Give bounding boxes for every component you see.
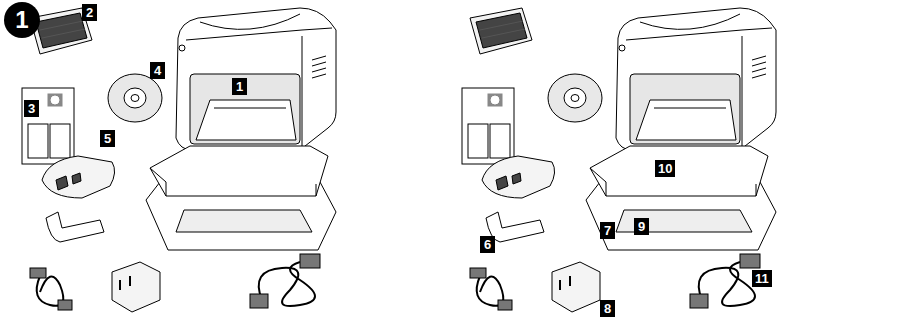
contents-panel: [462, 8, 776, 312]
printer-opening: [190, 74, 300, 144]
tray-cover: [590, 146, 768, 196]
tray-cover-edge: [150, 168, 316, 196]
print-server: [42, 156, 115, 198]
printer-side: [742, 36, 766, 148]
printer-top: [186, 14, 332, 40]
manual-panel: [28, 124, 48, 158]
cd: [548, 74, 602, 122]
manual-panel: [490, 124, 510, 158]
cd-ring: [124, 88, 146, 108]
cord-socket: [740, 254, 760, 268]
cable-plug: [58, 300, 72, 310]
cd-ring: [564, 88, 586, 108]
cd-hole: [571, 95, 579, 102]
callout-number: 7: [600, 222, 615, 239]
cable-plug: [498, 300, 512, 310]
printer-body: [616, 8, 776, 150]
callout-number: 9: [634, 218, 649, 235]
bracket: [46, 212, 104, 242]
callout-number: 8: [600, 300, 615, 317]
tray-cover: [150, 146, 328, 196]
contents-panel: [22, 8, 336, 312]
manual-panel: [468, 124, 488, 158]
toner-wrap: [470, 8, 532, 54]
manual-logo-mark: [491, 96, 499, 104]
printer-tray: [636, 100, 736, 140]
callout-number: 3: [24, 100, 39, 117]
callout-number: 6: [480, 236, 495, 253]
printer-button: [179, 45, 185, 51]
callout-number: 10: [655, 160, 675, 177]
cord-plug: [690, 294, 708, 308]
toner-detail: [480, 21, 525, 38]
callout-number: 4: [150, 62, 165, 79]
tray-inner: [176, 210, 312, 232]
cord-plug: [250, 294, 268, 308]
callout-number: 5: [100, 130, 115, 147]
manual-logo: [488, 94, 502, 106]
callout-number: 1: [232, 78, 247, 95]
adapter-prongs: [120, 276, 130, 290]
manual-logo-mark: [51, 96, 59, 104]
printer-tray: [196, 100, 296, 140]
cable-plug: [30, 268, 46, 278]
print-server-ports: [496, 173, 521, 190]
power-adapter: [552, 262, 600, 312]
cd-hole: [131, 95, 139, 102]
printer-opening: [630, 74, 740, 144]
manual: [462, 88, 514, 164]
print-server-ports: [56, 173, 81, 190]
callout-number: 2: [82, 4, 97, 21]
cable-plug: [470, 268, 486, 278]
cord-socket: [300, 254, 320, 268]
manual-panel: [50, 124, 70, 158]
printer-side: [302, 36, 326, 148]
printer-button: [619, 45, 625, 51]
step-number: 1: [4, 2, 40, 38]
print-server: [482, 156, 555, 198]
callout-number: 11: [752, 270, 772, 287]
printer-body: [176, 8, 336, 150]
toner-detail: [40, 21, 85, 38]
power-adapter: [112, 262, 160, 312]
toner-cartridge: [476, 13, 527, 48]
adapter-prongs: [560, 276, 570, 290]
cd: [108, 74, 162, 122]
printer-top: [626, 14, 772, 40]
manual: [22, 88, 74, 164]
toner-cartridge: [36, 13, 87, 48]
manual-logo: [48, 94, 62, 106]
